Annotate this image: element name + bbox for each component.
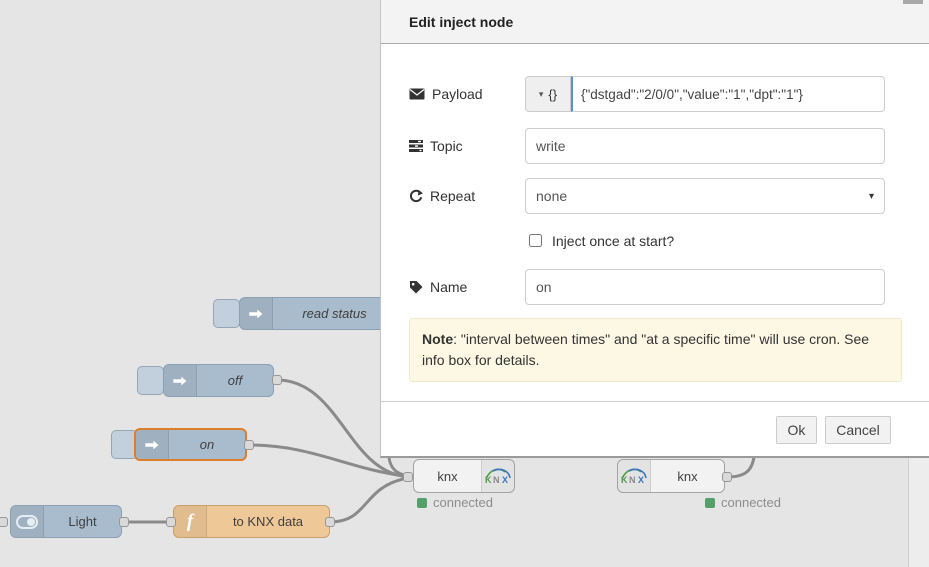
- knx-logo-icon: K N X: [481, 460, 514, 492]
- port-toknx-output[interactable]: [325, 517, 335, 527]
- envelope-icon: [409, 88, 425, 100]
- payload-label-row: Payload: [409, 76, 483, 112]
- port-light-output[interactable]: [119, 517, 129, 527]
- inject-once-row: Inject once at start?: [525, 231, 674, 250]
- port-light-input[interactable]: [0, 517, 8, 527]
- inject-arrow-icon: [164, 365, 197, 396]
- name-label-row: Name: [409, 269, 467, 305]
- tag-icon: [409, 280, 423, 294]
- topic-input[interactable]: [525, 128, 885, 164]
- caret-down-icon: ▾: [538, 88, 544, 99]
- inject-button-on[interactable]: [111, 430, 138, 459]
- inject-arrow-icon: [240, 298, 273, 329]
- dialog-title: Edit inject node: [409, 13, 514, 30]
- toggle-switch-icon: [11, 506, 44, 537]
- horizontal-scrollbar-thumb[interactable]: [903, 0, 923, 4]
- port-knxright-output[interactable]: [722, 472, 732, 482]
- node-inject-read-status[interactable]: read status: [239, 297, 397, 330]
- svg-text:N: N: [629, 475, 636, 485]
- node-knx-out[interactable]: knx K N X: [413, 459, 515, 493]
- node-label: to KNX data: [232, 514, 304, 529]
- sidebar-edge-strip: [908, 458, 929, 567]
- node-function-to-knx-data[interactable]: f to KNX data: [173, 505, 330, 538]
- status-knx-left: connected: [417, 495, 493, 510]
- note-box: Note: "interval between times" and "at a…: [409, 318, 902, 382]
- tasks-icon: [409, 140, 423, 152]
- port-on-output[interactable]: [244, 440, 254, 450]
- svg-text:K: K: [485, 475, 492, 485]
- status-dot-icon: [417, 497, 427, 508]
- inject-once-label: Inject once at start?: [552, 232, 675, 249]
- caret-down-icon: ▾: [868, 190, 874, 202]
- topic-label: Topic: [430, 138, 463, 154]
- inject-button-off[interactable]: [137, 366, 164, 395]
- svg-text:X: X: [638, 475, 644, 485]
- node-label: knx: [437, 468, 458, 484]
- status-knx-right: connected: [705, 495, 781, 510]
- node-label: on: [199, 437, 215, 452]
- status-text: connected: [721, 495, 781, 510]
- inject-arrow-icon: [136, 430, 169, 459]
- cancel-button[interactable]: Cancel: [825, 416, 891, 444]
- knx-logo-icon: K N X: [618, 460, 651, 492]
- port-off-output[interactable]: [272, 375, 282, 385]
- payload-typed-input: ▾ {}: [525, 76, 885, 112]
- dialog-divider: [381, 401, 929, 402]
- edit-inject-node-dialog: Edit inject node Payload ▾ {} Topic Repe…: [380, 0, 929, 458]
- port-knxleft-input[interactable]: [403, 472, 413, 482]
- repeat-select[interactable]: none ▾: [525, 178, 885, 214]
- repeat-label: Repeat: [430, 188, 476, 204]
- cancel-button-label: Cancel: [836, 422, 880, 438]
- json-type-icon: {}: [548, 86, 558, 102]
- payload-type-button[interactable]: ▾ {}: [525, 76, 571, 112]
- repeat-label-row: Repeat: [409, 178, 475, 214]
- node-label: off: [227, 373, 243, 388]
- node-switch-light[interactable]: Light: [10, 505, 122, 538]
- name-input[interactable]: [525, 269, 885, 305]
- wire-off-to-knx: [275, 378, 405, 478]
- node-label: read status: [302, 306, 367, 321]
- wire-toknx-to-knx: [328, 477, 405, 524]
- note-text: : "interval between times" and "at a spe…: [422, 331, 870, 368]
- topic-label-row: Topic: [409, 128, 463, 164]
- payload-input[interactable]: [571, 76, 885, 112]
- node-inject-off[interactable]: off: [163, 364, 274, 397]
- payload-label: Payload: [432, 86, 483, 102]
- node-label: knx: [677, 468, 698, 484]
- repeat-icon: [409, 189, 423, 203]
- status-text: connected: [433, 495, 493, 510]
- wire-on-to-knx: [247, 443, 405, 478]
- ok-button-label: Ok: [787, 422, 806, 438]
- inject-button-read-status[interactable]: [213, 299, 240, 328]
- status-dot-icon: [705, 497, 715, 508]
- function-icon: f: [174, 506, 207, 537]
- dialog-header: Edit inject node: [381, 0, 929, 44]
- inject-once-checkbox[interactable]: [529, 234, 542, 247]
- name-label: Name: [430, 279, 468, 295]
- node-knx-in[interactable]: K N X knx: [617, 459, 725, 493]
- svg-text:X: X: [502, 475, 508, 485]
- note-bold: Note: [422, 331, 454, 347]
- svg-text:K: K: [621, 475, 628, 485]
- port-toknx-input[interactable]: [166, 517, 176, 527]
- repeat-selected-value: none: [536, 188, 568, 204]
- ok-button[interactable]: Ok: [776, 416, 817, 444]
- node-label: Light: [68, 514, 97, 529]
- svg-text:N: N: [493, 475, 500, 485]
- node-inject-on[interactable]: on: [134, 428, 247, 461]
